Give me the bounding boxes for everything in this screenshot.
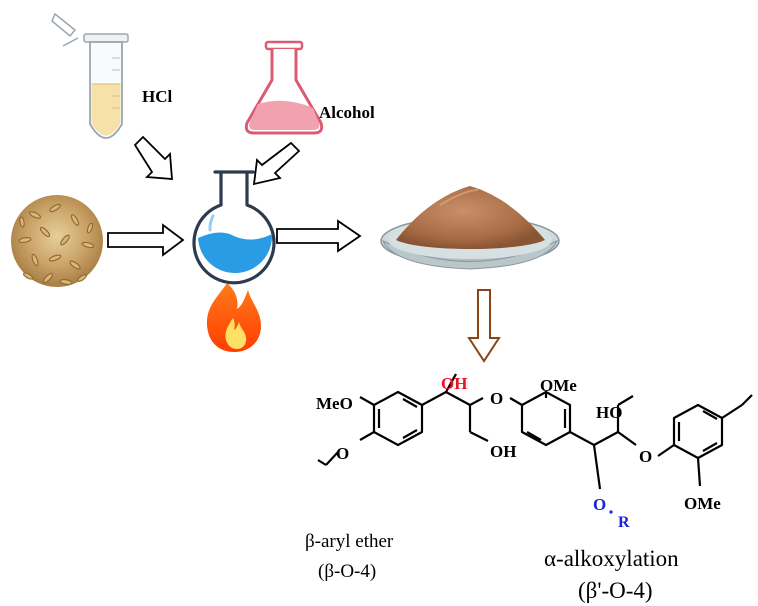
ring-a <box>372 390 424 447</box>
bond-a-calpha <box>421 391 447 406</box>
lignin-powder-dish-icon <box>380 186 560 270</box>
lignin-structure <box>317 373 753 490</box>
bond-o-wavy-left <box>325 451 339 466</box>
ring-c-double-3 <box>702 442 718 452</box>
bond-cgamma-ho <box>617 395 634 406</box>
label-oh-alpha: OH <box>441 374 467 393</box>
round-bottom-flask-icon <box>192 170 276 285</box>
erlenmeyer-flask-icon <box>244 40 324 135</box>
alcohol-label: Alcohol <box>319 103 375 122</box>
bond-chain-wavy <box>741 394 753 406</box>
bond-calpha-oh <box>445 373 457 393</box>
bond-c-ome <box>696 457 702 487</box>
bond-cbeta-o <box>469 397 484 406</box>
ring-a-double-2 <box>402 429 418 439</box>
label-oh-gamma: OH <box>490 442 516 461</box>
label-o-alkoxy: O <box>593 495 606 514</box>
bond-a-o <box>359 431 375 441</box>
ring-c-double-2 <box>702 410 718 420</box>
ring-c <box>672 403 724 460</box>
label-o-beta: O <box>490 389 503 408</box>
bond-cgamma-oh <box>469 431 489 442</box>
bond-o-ringb <box>509 397 523 406</box>
bond-cbeta-o-b <box>617 431 637 446</box>
arrow-biomass-to-flask <box>107 223 185 257</box>
label-ome-top: OMe <box>540 376 577 395</box>
label-r-group: R <box>618 514 630 531</box>
bond-a-ome <box>359 396 375 406</box>
test-tube-icon <box>51 12 129 139</box>
bond-o-wavy-tick <box>317 459 327 466</box>
bond-calpha-cbeta-b <box>593 431 619 446</box>
arrow-hcl-to-flask <box>133 135 173 180</box>
bond-c-chain <box>721 404 743 419</box>
biomass-pile-icon <box>11 195 103 287</box>
flame-icon <box>206 283 261 352</box>
bond-calpha-cbeta <box>445 391 471 406</box>
label-meo-left: MeO <box>316 394 353 413</box>
ring-b <box>520 390 572 447</box>
caption-beta-aryl-line1: β-aryl ether <box>305 531 394 552</box>
caption-beta-aryl-line2: (β-O-4) <box>318 561 376 582</box>
caption-alpha-line1: α-alkoxylation <box>544 546 679 571</box>
hcl-label: HCl <box>142 87 173 106</box>
arrow-flask-to-lignin <box>276 219 362 253</box>
caption-alpha-line2: (β'-O-4) <box>578 578 653 603</box>
bond-o-ringc <box>657 444 675 457</box>
label-o-left: O <box>336 444 349 463</box>
arrow-lignin-to-structure <box>467 289 501 363</box>
ring-a-double-1 <box>402 398 418 408</box>
label-ome-bottom: OMe <box>684 494 721 513</box>
ring-b-double-2 <box>526 431 542 441</box>
label-ho-right: HO <box>596 403 622 422</box>
label-o-right: O <box>639 447 652 466</box>
arrow-alcohol-to-flask <box>252 141 301 186</box>
bond-calpha-o-alkoxy <box>592 444 602 490</box>
bond-b-calpha <box>569 431 595 446</box>
alkoxy-bond-dot <box>609 510 613 514</box>
